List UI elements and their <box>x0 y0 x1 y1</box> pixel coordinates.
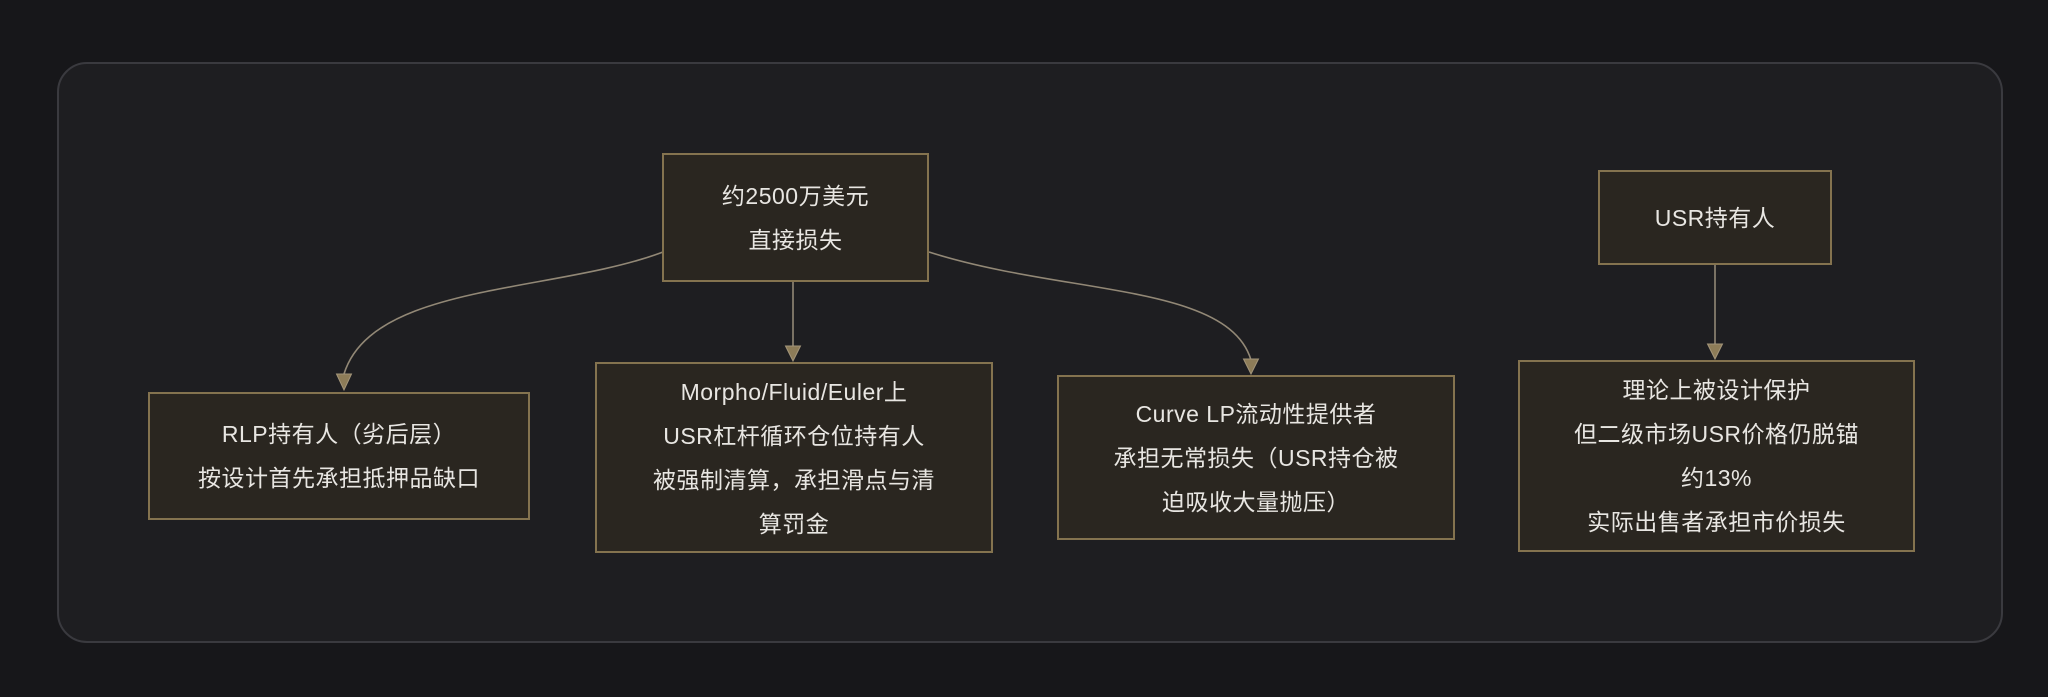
node-direct-loss: 约2500万美元 直接损失 <box>662 153 929 282</box>
node-text-line: 直接损失 <box>748 226 843 253</box>
node-text-line: USR持有人 <box>1654 204 1776 231</box>
node-text-line: Morpho/Fluid/Euler上 <box>680 378 908 405</box>
node-text-line: 理论上被设计保护 <box>1622 377 1811 403</box>
node-text-line: RLP持有人（劣后层） <box>221 421 457 447</box>
node-text-line: 但二级市场USR价格仍脱锚 <box>1573 421 1860 447</box>
node-text-line: 迫吸收大量抛压） <box>1162 488 1350 515</box>
node-text-line: 实际出售者承担市价损失 <box>1587 509 1846 535</box>
node-leverage-holders: Morpho/Fluid/Euler上 USR杠杆循环仓位持有人 被强制清算，承… <box>595 362 993 553</box>
node-rlp-holders: RLP持有人（劣后层） 按设计首先承担抵押品缺口 <box>148 392 530 520</box>
node-usr-detail: 理论上被设计保护 但二级市场USR价格仍脱锚 约13% 实际出售者承担市价损失 <box>1518 360 1915 552</box>
diagram-panel <box>57 62 2003 643</box>
node-usr-holders: USR持有人 <box>1598 170 1832 265</box>
node-text-line: 算罚金 <box>758 510 830 537</box>
node-curve-lp: Curve LP流动性提供者 承担无常损失（USR持仓被 迫吸收大量抛压） <box>1057 375 1455 540</box>
node-text-line: Curve LP流动性提供者 <box>1135 400 1377 427</box>
node-text-line: 被强制清算，承担滑点与清 <box>653 466 935 493</box>
node-text-line: 承担无常损失（USR持仓被 <box>1113 444 1399 471</box>
node-text-line: 约2500万美元 <box>721 182 870 209</box>
node-text-line: USR杠杆循环仓位持有人 <box>663 422 925 449</box>
node-text-line: 按设计首先承担抵押品缺口 <box>198 465 480 491</box>
node-text-line: 约13% <box>1680 465 1753 491</box>
